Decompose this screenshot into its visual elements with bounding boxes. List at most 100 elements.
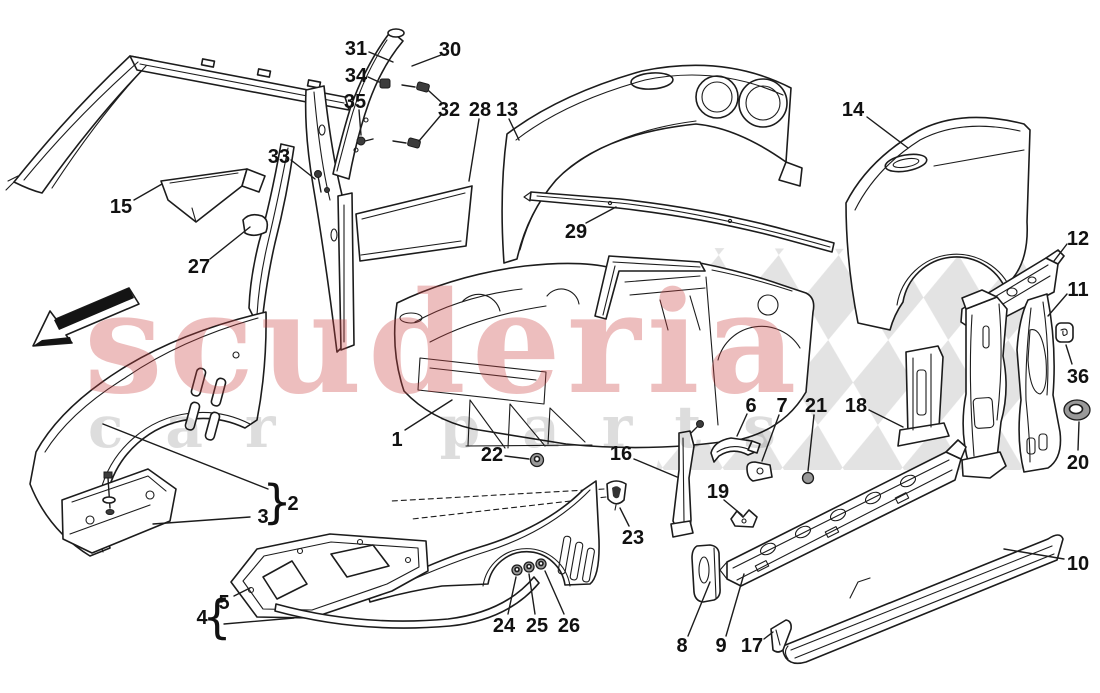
- svg-text:28: 28: [469, 99, 491, 121]
- callout-12[interactable]: 12: [1053, 228, 1089, 262]
- callout-28[interactable]: 28: [468, 99, 491, 182]
- screw-35: [356, 136, 374, 146]
- svg-text:2: 2: [287, 493, 298, 515]
- svg-text:22: 22: [481, 444, 503, 466]
- part-7-bracket: [746, 461, 773, 482]
- svg-text:19: 19: [707, 481, 729, 503]
- callout-20[interactable]: 20: [1067, 421, 1089, 474]
- callout-17[interactable]: 17: [741, 631, 774, 657]
- svg-text:5: 5: [218, 592, 229, 614]
- part-5-underbody-tray: [230, 533, 429, 619]
- part-36-grommet: [1055, 322, 1074, 343]
- part-3-wheelhouse-bracket: [61, 468, 177, 554]
- part-27-pillar-trim: [242, 143, 295, 333]
- callout-29[interactable]: 29: [565, 206, 617, 243]
- svg-text:3: 3: [257, 506, 268, 528]
- svg-text:8: 8: [676, 635, 687, 657]
- part-14-rear-fender: [845, 116, 1031, 331]
- direction-arrow-icon: [32, 287, 140, 347]
- part-9-inner-sill: [719, 439, 967, 587]
- bolt-3: [102, 471, 116, 515]
- callout-16[interactable]: 16: [610, 443, 678, 478]
- callout-1[interactable]: 1: [391, 399, 453, 451]
- callouts-layer: 1 }2 3 {4 5 6 7 8 9 10 11 12 13 14 15 16…: [102, 38, 1089, 657]
- svg-text:14: 14: [842, 99, 865, 121]
- part-11-b-pillar: [961, 289, 1062, 479]
- part-20-grommet: [1063, 399, 1091, 421]
- callout-27[interactable]: 27: [188, 226, 251, 278]
- callout-33[interactable]: 33: [268, 146, 316, 180]
- callout-35[interactable]: 35: [344, 91, 366, 136]
- callout-24[interactable]: 24: [493, 576, 517, 637]
- svg-text:23: 23: [622, 527, 644, 549]
- part-16-bracket: [670, 420, 704, 538]
- svg-text:12: 12: [1067, 228, 1089, 250]
- watermark: scuderia car parts: [84, 262, 818, 461]
- part-6-bracket: [710, 437, 761, 463]
- callout-23[interactable]: 23: [619, 507, 644, 549]
- svg-text:7: 7: [776, 395, 787, 417]
- svg-text:16: 16: [610, 443, 632, 465]
- watermark-brand-text: scuderia: [84, 262, 802, 426]
- svg-text:20: 20: [1067, 452, 1089, 474]
- callout-22[interactable]: 22: [481, 444, 530, 466]
- cap-34: [379, 78, 391, 89]
- part-17-wedge: [770, 619, 792, 653]
- svg-text:26: 26: [558, 615, 580, 637]
- part-windshield-frame: [5, 55, 350, 194]
- part-19-clip: [730, 509, 758, 528]
- callout-9[interactable]: 9: [715, 573, 745, 657]
- callout-30[interactable]: 30: [411, 39, 461, 67]
- svg-text:34: 34: [345, 65, 368, 87]
- callout-11[interactable]: 11: [1047, 279, 1089, 317]
- callout-25[interactable]: 25: [526, 573, 548, 637]
- callout-31[interactable]: 31: [345, 38, 394, 63]
- callout-10[interactable]: 10: [1003, 548, 1089, 575]
- callout-18[interactable]: 18: [845, 395, 904, 428]
- callout-26[interactable]: 26: [544, 570, 580, 637]
- part-4-strip: [274, 576, 540, 629]
- screw-16: [690, 420, 704, 434]
- svg-text:30: 30: [439, 39, 461, 61]
- svg-text:15: 15: [110, 196, 132, 218]
- callout-5[interactable]: 5: [218, 587, 251, 614]
- callout-13[interactable]: 13: [496, 99, 520, 141]
- callout-15[interactable]: 15: [110, 183, 163, 218]
- callout-32[interactable]: 32: [418, 90, 460, 142]
- svg-text:4: 4: [196, 607, 208, 629]
- svg-text:36: 36: [1067, 366, 1089, 388]
- part-13-front-panel: [501, 64, 803, 264]
- washers-24-25-26: [511, 558, 547, 576]
- callout-8[interactable]: 8: [676, 581, 711, 657]
- callout-2[interactable]: }2: [102, 423, 299, 529]
- svg-text:13: 13: [496, 99, 518, 121]
- svg-text:24: 24: [493, 615, 516, 637]
- callout-19[interactable]: 19: [707, 481, 743, 516]
- part-8-sill-end-cap: [691, 544, 721, 603]
- svg-text:9: 9: [715, 635, 726, 657]
- svg-text:17: 17: [741, 635, 763, 657]
- callout-7[interactable]: 7: [761, 395, 788, 462]
- group-2-brace: }: [262, 475, 291, 529]
- svg-text:27: 27: [188, 256, 210, 278]
- svg-text:29: 29: [565, 221, 587, 243]
- watermark-subtext: car parts: [88, 393, 818, 461]
- callout-4[interactable]: {4: [196, 590, 295, 644]
- part-18-pillar-lower: [897, 345, 950, 447]
- part-30-pillar-trim-blade: [332, 28, 430, 180]
- svg-text:18: 18: [845, 395, 867, 417]
- svg-text:35: 35: [344, 91, 366, 113]
- callout-6[interactable]: 6: [736, 395, 757, 437]
- callout-34[interactable]: 34: [345, 65, 380, 87]
- callout-3[interactable]: 3: [152, 506, 269, 528]
- part-28-quarter-panel: [337, 185, 473, 351]
- svg-text:31: 31: [345, 38, 367, 60]
- svg-text:33: 33: [268, 146, 290, 168]
- callout-14[interactable]: 14: [842, 99, 909, 149]
- callout-36[interactable]: 36: [1065, 344, 1089, 388]
- part-10-outer-sill: [782, 534, 1064, 665]
- svg-text:32: 32: [438, 99, 460, 121]
- callout-21[interactable]: 21: [805, 395, 827, 472]
- svg-text:6: 6: [745, 395, 756, 417]
- svg-text:25: 25: [526, 615, 548, 637]
